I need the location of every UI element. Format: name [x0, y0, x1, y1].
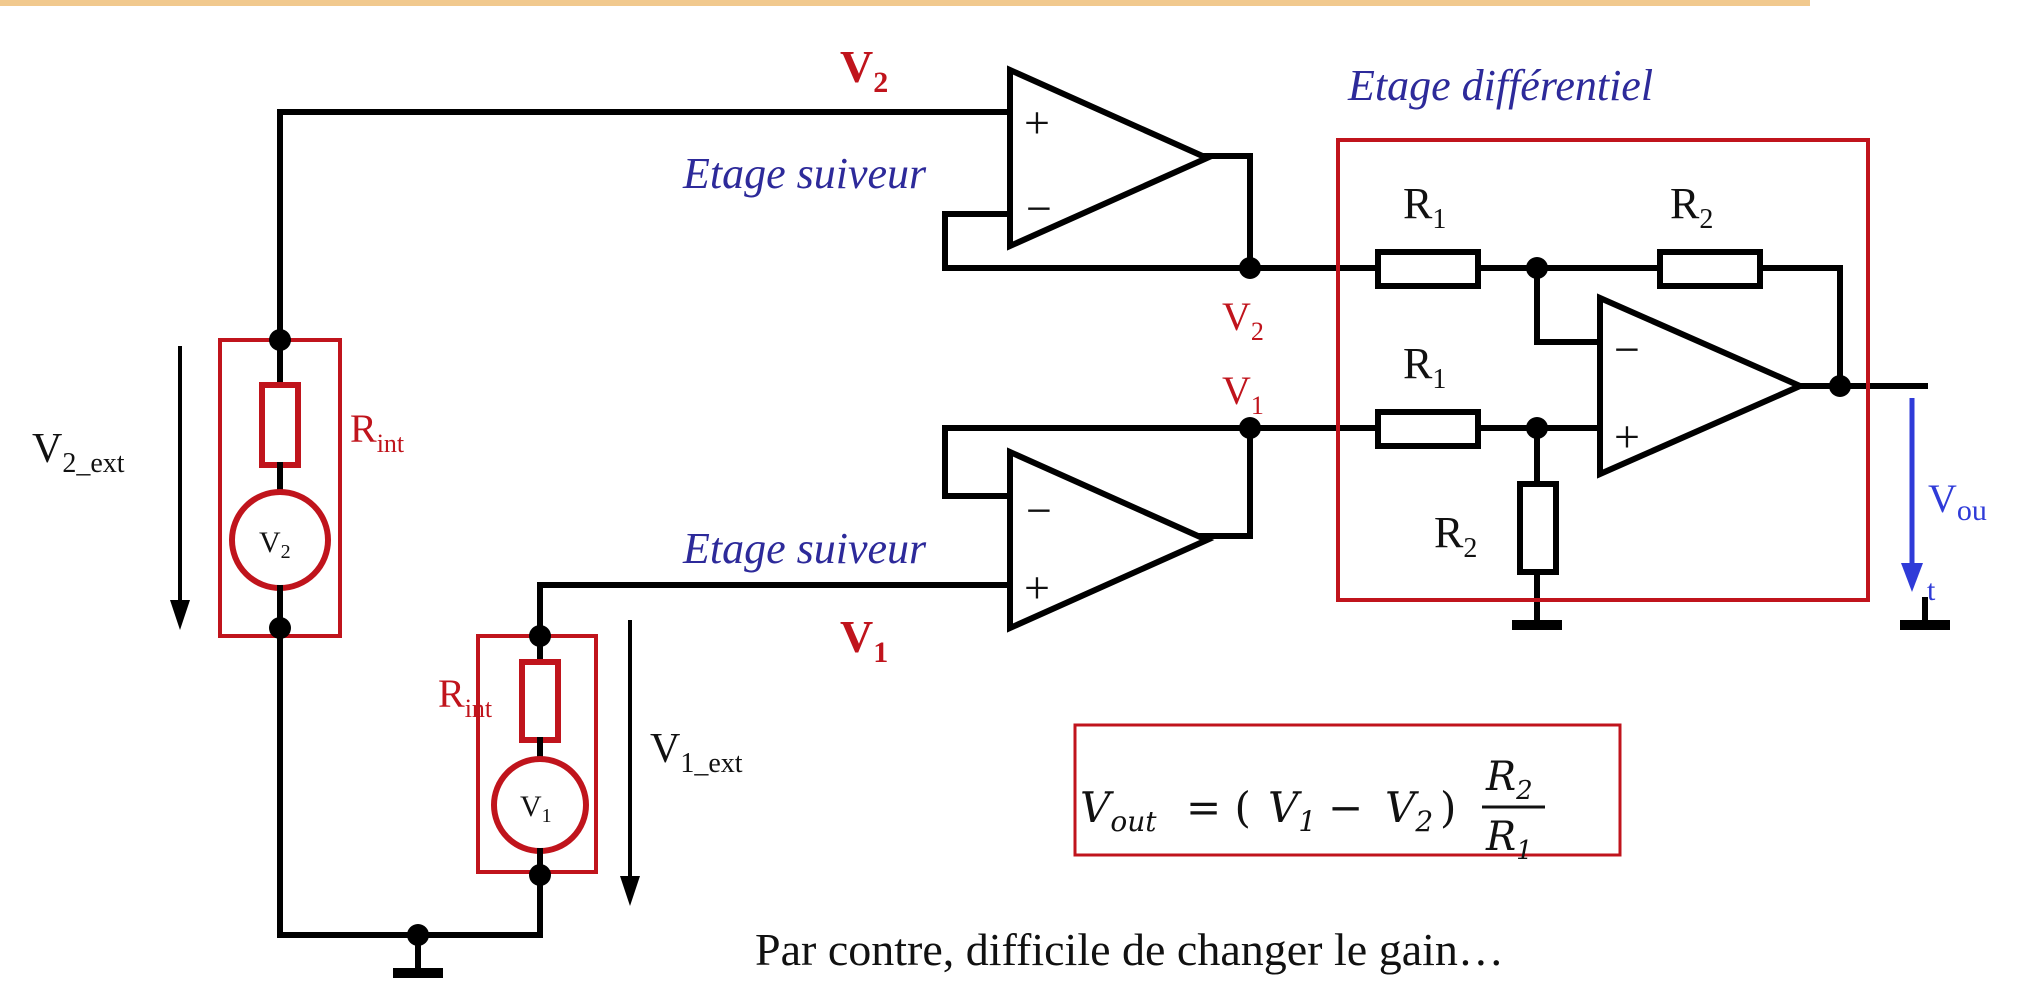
label-r1-mid: R1 — [1403, 339, 1446, 395]
svg-text:): ) — [1440, 783, 1456, 832]
wire-r2top-out — [1757, 265, 1843, 389]
wire-top-follower-out — [1197, 153, 1253, 271]
top-rule — [0, 0, 1810, 6]
arrow-v1-ext — [620, 620, 640, 906]
label-stage-differential: Etage différentiel — [1347, 61, 1653, 110]
label-node-v2: V2 — [1222, 294, 1264, 346]
plus-sign-diff: + — [1614, 411, 1640, 462]
junction-dot — [1526, 257, 1548, 279]
label-r2-top: R2 — [1670, 179, 1713, 235]
svg-text:= (: = ( — [1186, 783, 1251, 832]
ground-symbol-left — [393, 932, 443, 978]
plus-sign-top: + — [1024, 97, 1050, 148]
label-v2-input: V2 — [840, 41, 888, 99]
formula-box — [1073, 723, 1622, 857]
resistor-rint-v2 — [259, 382, 301, 468]
svg-text:V1: V1 — [1268, 783, 1316, 838]
label-v2-ext: V2_ext — [32, 426, 125, 479]
wire-v2-input — [277, 109, 1013, 343]
svg-text:R1: R1 — [1485, 814, 1533, 866]
ground-symbol-r2 — [1512, 620, 1562, 630]
svg-text:V2: V2 — [1385, 783, 1433, 838]
svg-text:−: − — [1328, 783, 1363, 832]
label-vout-a: Vou — [1928, 476, 1987, 527]
caption-gain: Par contre, difficile de changer le gain… — [755, 924, 1504, 975]
label-v1-ext: V1_ext — [650, 726, 743, 779]
junction-dot — [269, 617, 291, 639]
label-v1-input: V1 — [840, 611, 888, 669]
label-r1-top: R1 — [1403, 179, 1446, 235]
resistor-r1-top — [1375, 249, 1481, 289]
label-rint-v1: Rint — [438, 671, 493, 723]
wire-bottom-follower-out — [1197, 425, 1253, 539]
label-stage-follower-top: Etage suiveur — [682, 149, 927, 198]
label-node-v1: V1 — [1222, 368, 1264, 420]
differential-stage-box — [1336, 138, 1870, 602]
plus-sign-bottom: + — [1024, 562, 1050, 613]
label-r2-ground: R2 — [1434, 508, 1477, 564]
junction-dot — [1526, 417, 1548, 439]
arrow-v2-ext — [170, 346, 190, 630]
svg-text:Vout: Vout — [1080, 783, 1157, 838]
opamp-follower-top — [1007, 65, 1215, 251]
resistor-r2-ground — [1517, 481, 1559, 575]
opamp-differential — [1597, 293, 1808, 479]
ground-symbol-output — [1900, 597, 1950, 630]
junction-dot — [269, 329, 291, 351]
wire-v1-input — [537, 582, 1013, 639]
resistor-rint-v1 — [519, 659, 561, 743]
resistor-r1-mid — [1375, 409, 1481, 449]
wire-inv-input — [1534, 265, 1603, 345]
junction-dot — [529, 864, 551, 886]
resistor-r2-top — [1657, 249, 1763, 289]
wire-top-follower-fb — [942, 211, 1253, 271]
junction-dot — [1239, 417, 1261, 439]
minus-sign-top: − — [1026, 183, 1052, 234]
opamp-follower-bottom — [1007, 447, 1215, 633]
label-stage-follower-bottom: Etage suiveur — [682, 524, 927, 573]
junction-dot — [1239, 257, 1261, 279]
svg-text:R2: R2 — [1485, 754, 1533, 806]
minus-sign-diff: − — [1614, 324, 1640, 375]
junction-dot — [529, 625, 551, 647]
formula-vout: Vout = ( V1 − V2 ) R2 R1 — [1080, 754, 1545, 866]
arrow-vout — [1901, 398, 1923, 592]
label-source-v1: V1 — [520, 790, 552, 827]
label-rint-v2: Rint — [350, 406, 405, 458]
wire-bottom-follower-fb — [942, 425, 1253, 499]
junction-dot — [1829, 375, 1851, 397]
minus-sign-bottom: − — [1026, 485, 1052, 536]
label-vout-b: t — [1927, 574, 1936, 607]
label-source-v2: V2 — [259, 526, 291, 563]
